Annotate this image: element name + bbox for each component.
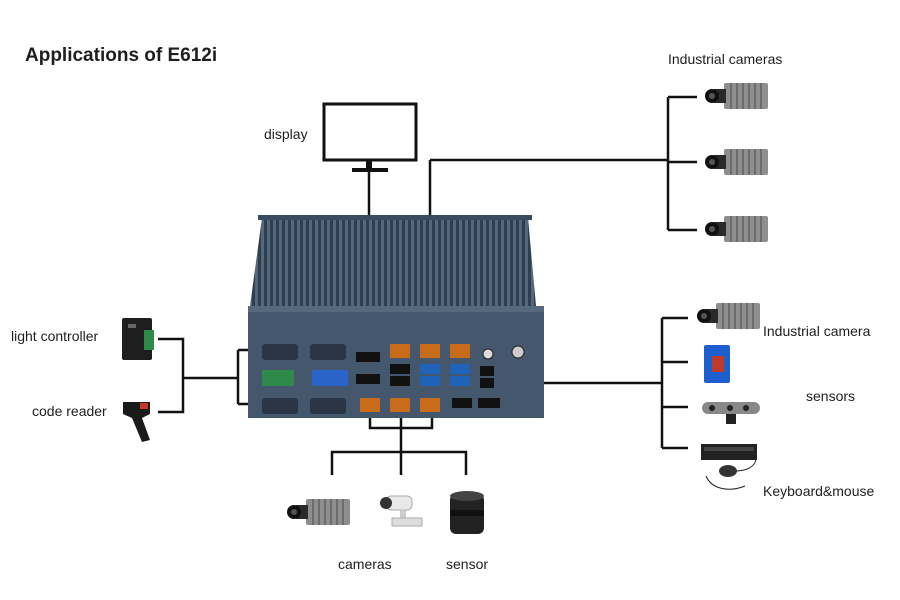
page-title: Applications of E612i [25,45,218,66]
display-label: display [264,126,308,142]
code-reader-label: code reader [32,403,107,419]
line-bottom-devices [330,408,468,475]
depth-sensor-icon [702,402,760,424]
industrial-camera-icon [705,83,768,109]
lidar-sensor-icon [450,491,484,534]
industrial-camera-icon [705,149,768,175]
keyboard-icon [701,444,757,460]
e612i-computer [248,215,544,418]
photoelectric-sensor-icon [704,345,730,383]
light-controller-icon [122,318,154,360]
light-controller-label: light controller [11,328,99,344]
industrial-camera-label: Industrial camera [763,323,871,339]
sensor-label: sensor [446,556,489,572]
sensors-label: sensors [806,388,856,404]
barcode-scanner-icon [123,402,150,442]
keyboard-mouse-label: Keyboard&mouse [763,483,875,499]
cameras-label: cameras [338,556,392,572]
monitor-icon [322,102,418,172]
line-industrial-cameras [428,95,697,345]
industrial-camera-icon [705,216,768,242]
security-camera-icon [380,495,423,527]
line-left-devices [158,337,262,414]
industrial-camera-icon [287,499,350,525]
industrial-cameras-label: Industrial cameras [668,51,783,67]
industrial-camera-icon [697,303,760,329]
mouse-icon [705,454,757,490]
